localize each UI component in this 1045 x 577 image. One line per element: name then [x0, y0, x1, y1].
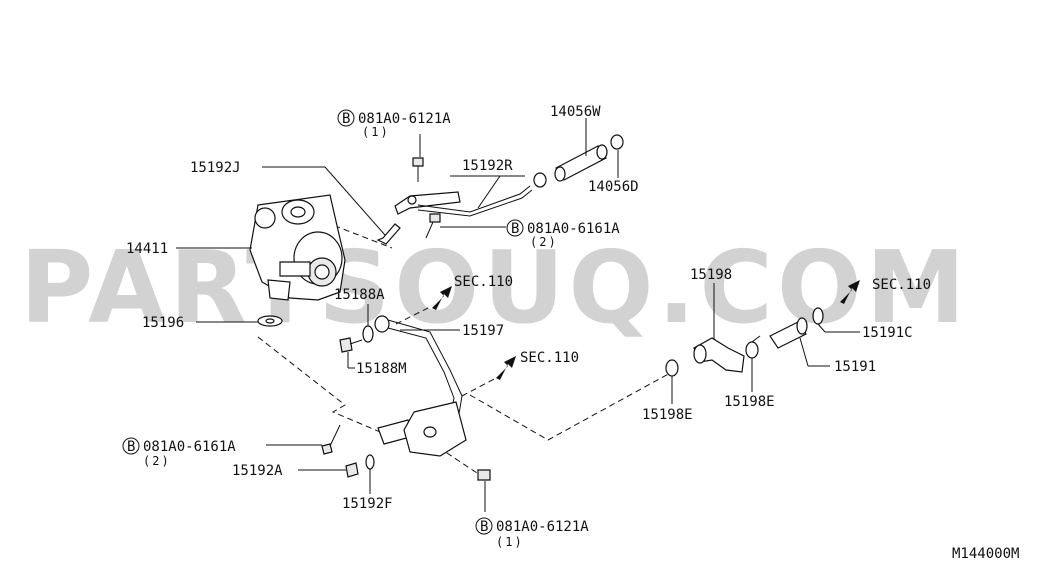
- label-bolt-2-qty: (2): [530, 235, 558, 249]
- label-15191: 15191: [834, 359, 876, 375]
- label-15192J: 15192J: [190, 160, 241, 176]
- bolt-badge-2: B: [506, 219, 524, 237]
- label-15192R: 15192R: [462, 158, 513, 174]
- label-14056W: 14056W: [550, 104, 601, 120]
- connector-tube-15191: [769, 317, 808, 349]
- label-bolt-1-code: 081A0-6121A: [358, 111, 451, 127]
- label-bolt-2-code: 081A0-6161A: [527, 221, 620, 237]
- washer-15192F: [365, 454, 375, 470]
- sec-arrow-right: [840, 280, 860, 304]
- label-15198E-right: 15198E: [724, 394, 775, 410]
- label-15198E-left: 15198E: [642, 407, 693, 423]
- label-15192F: 15192F: [342, 496, 393, 512]
- dashed-route-hose: [469, 371, 673, 441]
- clamp-15198E-left: [665, 359, 679, 377]
- label-15192A: 15192A: [232, 463, 283, 479]
- dashed-route-flange: [257, 336, 393, 438]
- label-sec-right: SEC.110: [872, 277, 931, 293]
- bolt-081A0-6121A-top: [412, 157, 424, 182]
- label-15198: 15198: [690, 267, 732, 283]
- bolt-badge-4: B: [475, 517, 493, 535]
- label-bolt-1-qty: (1): [362, 125, 390, 139]
- hose-14056W: [554, 144, 608, 182]
- bolt-badge-1: B: [337, 109, 355, 127]
- label-bolt-4-code: 081A0-6121A: [496, 519, 589, 535]
- sec-arrow-upper: [395, 286, 452, 325]
- svg-text:B: B: [127, 439, 135, 455]
- gasket-15196: [257, 315, 283, 327]
- eye-bolt-15188M: [339, 337, 363, 353]
- turbocharger: [249, 194, 346, 301]
- label-15188A: 15188A: [334, 287, 385, 303]
- svg-text:B: B: [480, 519, 488, 535]
- label-sec-upper: SEC.110: [454, 274, 513, 290]
- flange-15192: [377, 401, 467, 457]
- bolt-081A0-6161A-right: [425, 213, 441, 239]
- leader-lines: [176, 118, 860, 512]
- sec-arrow-middle: [461, 356, 516, 397]
- bolt-15192A: [345, 462, 359, 478]
- label-bolt-3-code: 081A0-6161A: [143, 439, 236, 455]
- label-bolt-3-qty: (2): [143, 454, 171, 468]
- label-14056D: 14056D: [588, 179, 639, 195]
- label-15196: 15196: [142, 315, 184, 331]
- label-15191C: 15191C: [862, 325, 913, 341]
- bolt-081A0-6161A-left: [321, 424, 341, 455]
- clamp-14056D: [533, 134, 624, 188]
- bolt-081A0-6121A-bottom: [477, 469, 491, 481]
- svg-text:B: B: [342, 111, 350, 127]
- label-15197: 15197: [462, 323, 504, 339]
- label-sec-middle: SEC.110: [520, 350, 579, 366]
- bracket-15192J: [376, 223, 401, 245]
- label-14411: 14411: [126, 241, 168, 257]
- svg-text:B: B: [511, 221, 519, 237]
- bolt-badge-3: B: [122, 437, 140, 455]
- washer-15191C: [812, 307, 824, 325]
- diagram-code: M144000M: [952, 546, 1019, 562]
- label-15188M: 15188M: [356, 361, 407, 377]
- oil-pipe-15192R: [394, 185, 533, 217]
- label-bolt-4-qty: (1): [496, 535, 524, 549]
- hose-15198: [693, 337, 745, 373]
- washer-15188A: [362, 325, 374, 343]
